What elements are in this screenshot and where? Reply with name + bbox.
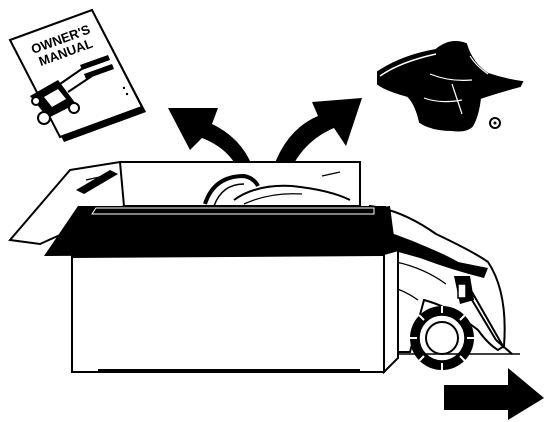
mower-wheel xyxy=(410,306,474,370)
shipping-carton xyxy=(8,160,399,375)
right-arrow-icon xyxy=(444,368,544,420)
owners-manual: OWNER'S MANUAL xyxy=(8,8,146,142)
curved-arrow-left-icon xyxy=(168,108,258,188)
manual-mower-icon xyxy=(30,65,93,125)
lawn-mower xyxy=(368,204,520,370)
grass-catcher-bag xyxy=(377,41,524,132)
manual-rule-lines xyxy=(80,55,114,79)
